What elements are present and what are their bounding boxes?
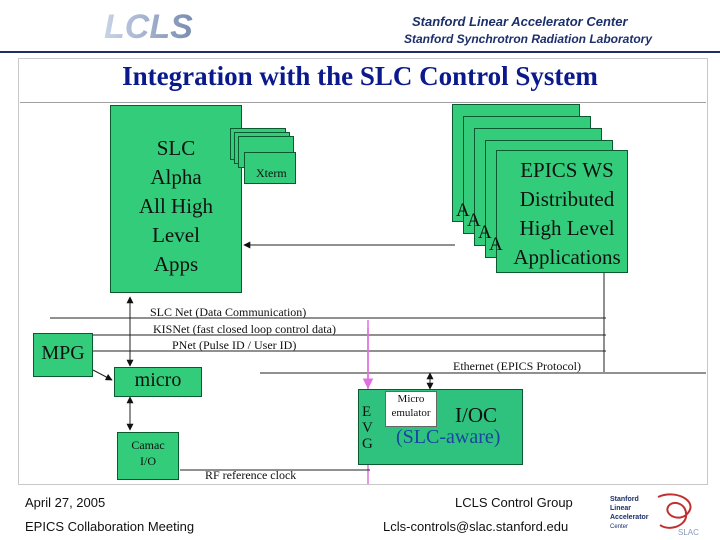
header-banner: [0, 0, 720, 55]
slc-line-5: Apps: [153, 252, 199, 276]
micro-emulator-label: Micro emulator: [385, 392, 437, 420]
footer-event: EPICS Collaboration Meeting: [25, 519, 195, 534]
camac-line-2: I/O: [140, 454, 156, 468]
micro-label: micro: [134, 369, 182, 391]
slac-logo-line-2: Linear: [610, 505, 631, 512]
xterm-window: [244, 152, 296, 184]
slc-alpha-label: SLC Alpha All High Level Apps: [110, 134, 242, 279]
slac-logo-line-3: Accelerator: [610, 514, 649, 521]
evg-line-2: V: [362, 420, 373, 436]
epics-line-2: Distributed: [519, 187, 615, 211]
micro-box: [114, 367, 202, 397]
stack-letter-1: A: [456, 200, 470, 221]
header-divider: [0, 51, 720, 53]
footer-email: Lcls-controls@slac.stanford.edu: [383, 519, 569, 534]
epics-ws-box: [496, 150, 628, 273]
slac-logo: Stanford Linear Accelerator Center SLAC: [608, 491, 704, 537]
xterm-label: Xterm: [256, 166, 287, 180]
institution-line2: Stanford Synchrotron Radiation Laborator…: [404, 32, 653, 46]
slc-line-1: SLC: [156, 136, 196, 160]
evg-label: E V G: [362, 404, 373, 452]
camac-io-label: Camac I/O: [117, 437, 179, 469]
slide-title: Integration with the SLC Control System: [122, 61, 598, 91]
stack-letter-4: A: [489, 234, 503, 255]
evg-line-1: E: [362, 404, 372, 420]
micro-emulator-box: [385, 391, 437, 427]
institution-line1: Stanford Linear Accelerator Center: [412, 14, 628, 29]
mpg-label: MPG: [41, 342, 85, 364]
slcnet-label: SLC Net (Data Communication): [150, 305, 307, 319]
stack-letter-3: A: [478, 222, 492, 243]
slac-logo-line-4: Center: [610, 524, 628, 530]
title-divider: [20, 102, 706, 103]
rf-clock-label: RF reference clock: [205, 468, 297, 482]
slc-line-4: Level: [152, 223, 200, 247]
slac-logo-mark: SLAC: [678, 528, 699, 537]
lcls-logo: LCLS: [104, 8, 193, 44]
slc-line-2: Alpha: [150, 165, 202, 189]
lcls-logo-text: LCLS: [104, 8, 193, 44]
epics-line-1: EPICS WS: [520, 158, 614, 182]
ioc-label: I/OC: [455, 403, 497, 427]
ethernet-label: Ethernet (EPICS Protocol): [453, 359, 581, 373]
pnet-label: PNet (Pulse ID / User ID): [172, 338, 297, 352]
slac-logo-swirl: [657, 493, 692, 529]
micro-emulator-line-1: Micro: [397, 393, 425, 405]
footer-group: LCLS Control Group: [455, 495, 573, 510]
footer-date: April 27, 2005: [25, 495, 106, 510]
camac-line-1: Camac: [131, 438, 165, 452]
epics-line-3: High Level: [519, 216, 615, 240]
slac-logo-line-1: Stanford: [610, 496, 639, 503]
slide-frame: [18, 58, 708, 485]
slc-alpha-box: [110, 105, 242, 293]
mpg-box: [33, 333, 93, 377]
slc-line-3: All High: [138, 194, 214, 218]
epics-line-4: Applications: [513, 245, 621, 269]
stack-letter-2: A: [467, 210, 481, 231]
mpg-micro-link: [92, 369, 113, 381]
kisnet-label: KISNet (fast closed loop control data): [153, 322, 336, 336]
micro-emulator-line-2: emulator: [391, 407, 431, 419]
camac-io-box: [117, 432, 179, 480]
epics-ws-label: EPICS WS Distributed High Level Applicat…: [506, 156, 628, 272]
ioc-sublabel: (SLC-aware): [396, 426, 501, 448]
evg-line-3: G: [362, 436, 373, 452]
